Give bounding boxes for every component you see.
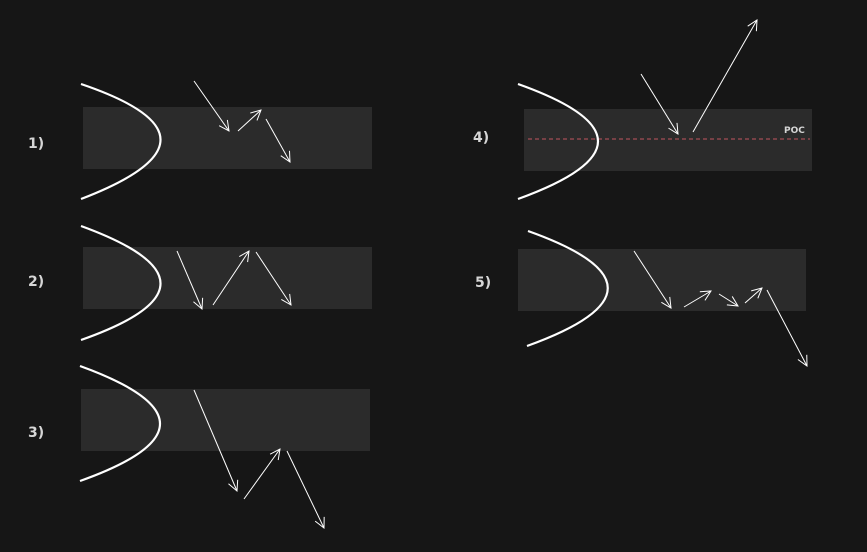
panel-2: 2) xyxy=(28,224,372,342)
panel-label-2: 2) xyxy=(28,274,44,290)
panel-label-5: 5) xyxy=(475,275,491,291)
panel-3: 3) xyxy=(28,364,370,528)
poc-label: POC xyxy=(784,126,805,136)
arrow xyxy=(718,293,738,306)
volume-profile-curve xyxy=(526,229,609,348)
arrow xyxy=(744,288,762,304)
panel-4: POC 4) xyxy=(473,20,812,201)
volume-profile-curve xyxy=(517,82,599,201)
panel-5: 5) xyxy=(475,229,807,366)
arrow xyxy=(212,251,249,306)
arrow xyxy=(265,118,290,162)
arrow xyxy=(243,449,280,500)
arrow xyxy=(640,73,678,134)
arrow xyxy=(692,20,757,133)
volume-profile-curve xyxy=(80,224,162,342)
arrow xyxy=(286,450,324,528)
panel-label-4: 4) xyxy=(473,130,489,146)
arrow xyxy=(633,250,671,308)
value-area-band xyxy=(524,109,812,171)
panel-label-3: 3) xyxy=(28,425,44,441)
arrow xyxy=(193,80,229,131)
arrow xyxy=(237,110,261,132)
value-area-band xyxy=(83,107,372,169)
arrow xyxy=(176,250,202,309)
arrow xyxy=(255,251,291,305)
panel-1: 1) xyxy=(28,80,372,201)
value-area-band xyxy=(83,247,372,309)
volume-profile-curve xyxy=(79,364,161,483)
value-area-band xyxy=(518,249,806,311)
arrow xyxy=(766,289,807,366)
volume-profile-curve xyxy=(80,82,162,201)
panel-label-1: 1) xyxy=(28,136,44,152)
arrow xyxy=(193,389,237,491)
value-area-band xyxy=(81,389,370,451)
arrow xyxy=(683,291,711,308)
